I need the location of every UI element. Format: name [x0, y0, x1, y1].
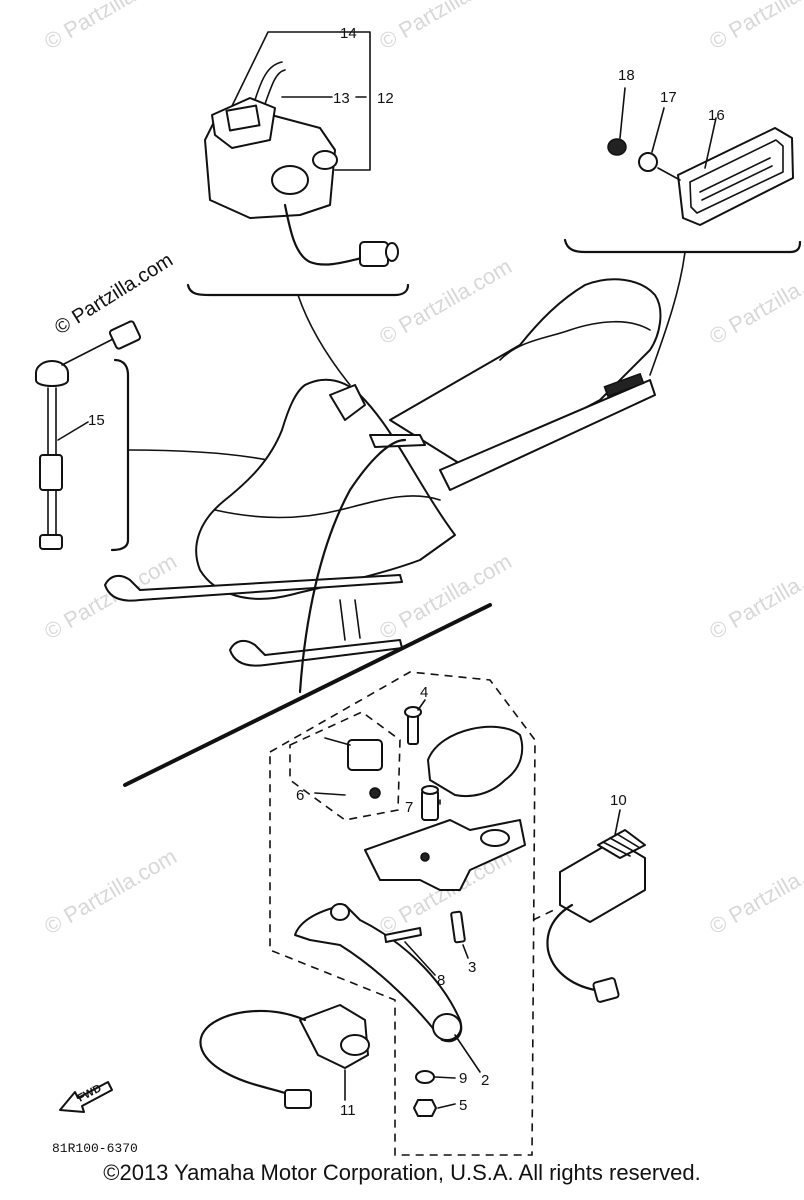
leader-line [297, 294, 351, 386]
callout-8: 8 [437, 972, 445, 989]
watermark: © Partzilla.com [51, 249, 177, 339]
watermark: © Partzilla.com [375, 0, 516, 54]
watermark: © Partzilla.com [705, 0, 804, 54]
callout-18: 18 [618, 67, 635, 84]
switch-cable-part [199, 1004, 370, 1109]
callout-11: 11 [340, 1102, 356, 1119]
callout-17: 17 [660, 89, 677, 106]
group-bracket [110, 358, 130, 552]
callout-7: 7 [405, 799, 413, 816]
forward-arrow: FWD [59, 1081, 113, 1113]
copyright-notice: ©2013 Yamaha Motor Corporation, U.S.A. A… [103, 1160, 701, 1185]
callout-13: 13 [333, 90, 350, 107]
callout-15: 15 [88, 412, 105, 429]
reflector-part [607, 87, 794, 226]
unit-box-part [532, 809, 646, 1003]
throttle-housing-part [204, 31, 399, 267]
callout-12: 12 [377, 90, 394, 107]
callout-4: 4 [420, 684, 428, 701]
callout-3: 3 [468, 959, 476, 976]
lever-assembly [269, 671, 536, 1156]
watermark: © Partzilla.com [375, 254, 516, 350]
watermark: © Partzilla.com [705, 844, 804, 940]
watermark: © Partzilla.com [705, 254, 804, 350]
callout-6: 6 [296, 787, 304, 804]
callout-2: 2 [481, 1072, 489, 1089]
callout-16: 16 [708, 107, 725, 124]
watermark: © Partzilla.com [40, 0, 181, 54]
group-bracket [186, 283, 410, 297]
watermark: © Partzilla.com [40, 844, 181, 940]
snowmobile-body [104, 278, 662, 787]
sensor-part [35, 320, 142, 550]
callout-9: 9 [459, 1070, 467, 1087]
callout-10: 10 [610, 792, 627, 809]
callout-14: 14 [340, 25, 357, 42]
watermark: © Partzilla.com [705, 549, 804, 645]
callout-5: 5 [459, 1097, 467, 1114]
leader-line [649, 251, 686, 376]
group-bracket [563, 238, 802, 254]
diagram-code: 81R100-6370 [52, 1141, 138, 1156]
